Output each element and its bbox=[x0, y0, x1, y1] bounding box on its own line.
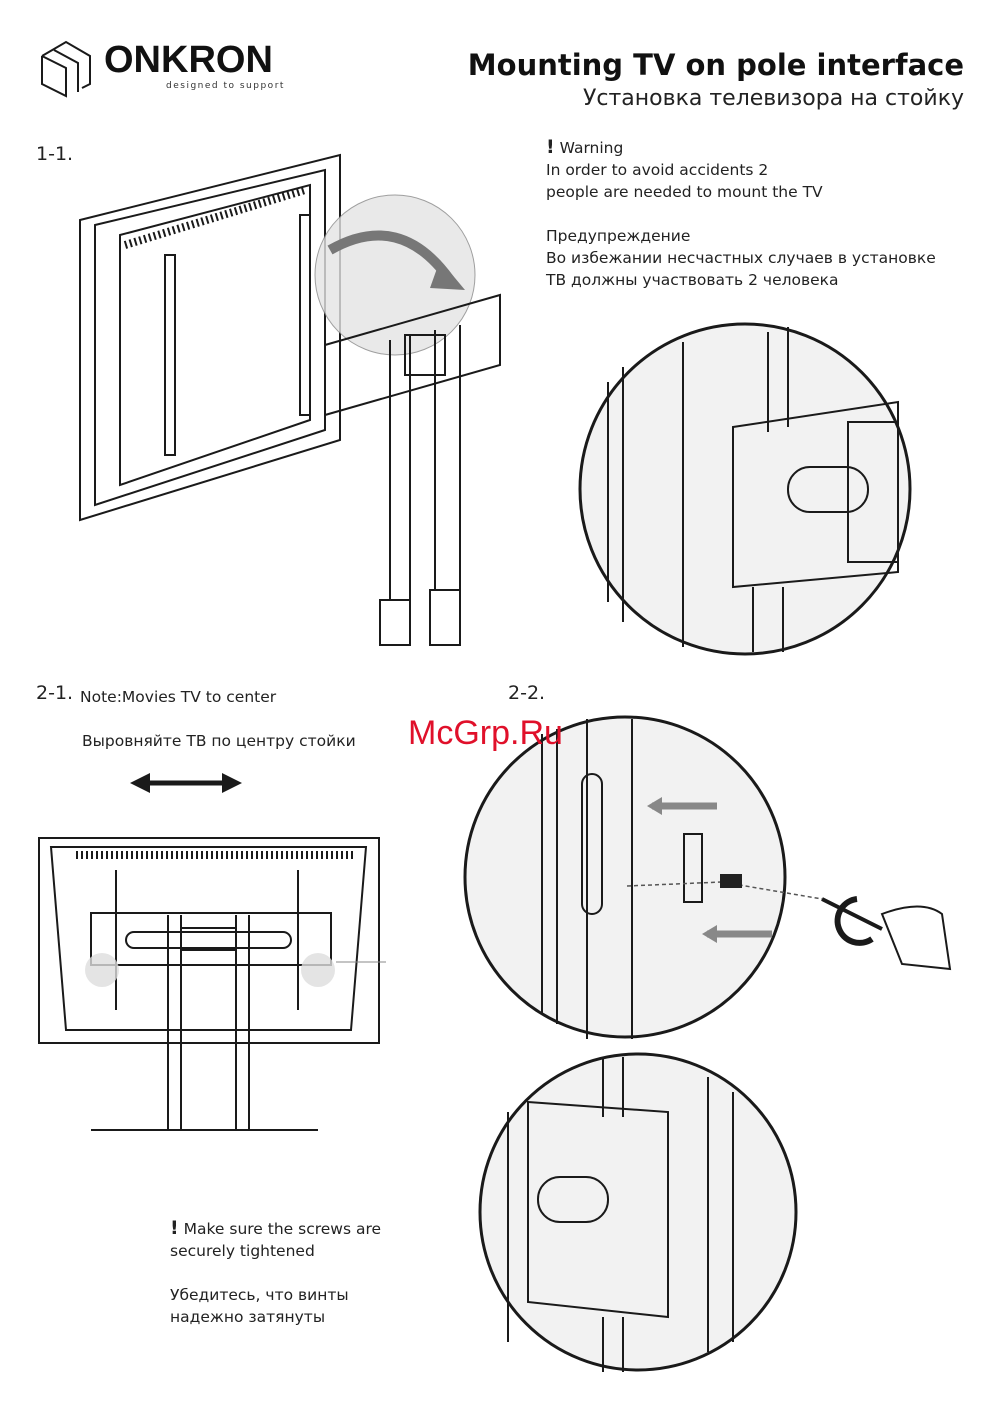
watermark: McGrp.Ru bbox=[408, 714, 563, 752]
detail-circle-bracket bbox=[578, 322, 912, 656]
tv-centered-illustration bbox=[38, 837, 386, 1131]
step-2-2-label: 2-2. bbox=[508, 682, 546, 704]
warning-line-ru: ТВ должны участвовать 2 человека bbox=[546, 271, 839, 289]
step-2-1-note-ru: Выровняйте ТВ по центру стойки bbox=[82, 732, 356, 750]
page-subtitle-ru: Установка телевизора на стойку bbox=[582, 86, 964, 111]
step-2-1-label: 2-1. bbox=[36, 682, 74, 704]
double-arrow-icon bbox=[130, 773, 242, 793]
warning-line: people are needed to mount the TV bbox=[546, 183, 823, 201]
warning-mark: ! bbox=[546, 136, 555, 158]
screws-note-line: Make sure the screws are bbox=[183, 1220, 382, 1238]
tv-mounting-illustration bbox=[79, 153, 501, 646]
screws-note-line: securely tightened bbox=[170, 1242, 315, 1260]
brand-tagline: designed to support bbox=[166, 81, 285, 91]
screws-warning-mark: ! bbox=[170, 1217, 179, 1239]
detail-circle-tightened bbox=[478, 1052, 798, 1372]
screws-note-line-ru: Убедитесь, что винты bbox=[170, 1286, 349, 1304]
detail-circle-screw bbox=[463, 715, 952, 1039]
screws-note-line-ru: надежно затянуты bbox=[170, 1308, 326, 1326]
page-title: Mounting TV on pole interface bbox=[467, 48, 964, 82]
warning-block: ! Warning In order to avoid accidents 2 … bbox=[546, 136, 936, 291]
screws-note: ! Make sure the screws are securely tigh… bbox=[170, 1217, 381, 1328]
onkron-logo-icon bbox=[41, 40, 91, 98]
warning-line-ru: Во избежании несчастных случаев в устано… bbox=[546, 249, 936, 267]
brand-name: ONKRON bbox=[104, 39, 273, 81]
step-1-1-label: 1-1. bbox=[36, 143, 74, 165]
warning-title-ru: Предупреждение bbox=[546, 227, 691, 245]
step-2-1-note: Note:Movies TV to center bbox=[80, 688, 277, 706]
warning-line: In order to avoid accidents 2 bbox=[546, 161, 769, 179]
warning-title: Warning bbox=[559, 139, 624, 157]
